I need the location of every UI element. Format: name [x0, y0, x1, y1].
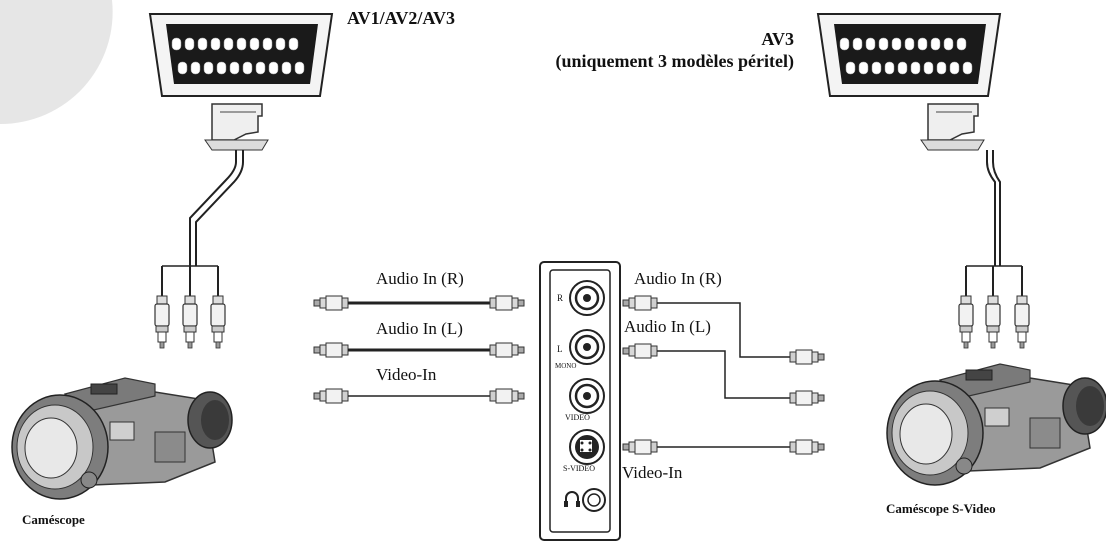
scart-cable-left — [161, 150, 244, 296]
jack-audio-r — [569, 280, 605, 316]
right-audio-r-label: Audio In (R) — [634, 269, 722, 288]
camcorder-left-label: Caméscope — [22, 512, 85, 527]
rca-plug — [154, 295, 170, 349]
rca-plug — [313, 295, 349, 311]
panel-label-video: VIDEO — [565, 413, 590, 422]
panel-label-mono: MONO — [555, 362, 577, 370]
rca-plugs-right — [958, 295, 1030, 349]
scart-connector-right — [816, 13, 1002, 151]
scart-label-right: AV3 (uniquement 3 modèles péritel) — [474, 28, 794, 72]
rca-plug — [622, 295, 658, 311]
rca-plug — [182, 295, 198, 349]
rca-plug — [789, 439, 825, 455]
headphone-jack — [582, 488, 606, 512]
rca-plug — [985, 295, 1001, 349]
jack-svideo — [569, 429, 605, 465]
cable-line — [657, 302, 790, 358]
camcorder-right-label: Caméscope S-Video — [886, 501, 996, 516]
scart-label-left: AV1/AV2/AV3 — [347, 8, 456, 28]
left-audio-l-label: Audio In (L) — [376, 319, 463, 338]
rca-plug — [313, 388, 349, 404]
right-cables — [622, 295, 825, 455]
panel-label-l: L — [557, 344, 563, 354]
headphone-icon — [564, 491, 580, 507]
rca-plug — [1014, 295, 1030, 349]
left-cables — [313, 295, 525, 404]
left-audio-r-label: Audio In (R) — [376, 269, 464, 288]
rca-plug — [489, 342, 525, 358]
av-input-panel — [539, 261, 621, 541]
camcorder-right — [886, 363, 1106, 486]
rca-plug — [789, 390, 825, 406]
rca-plug — [489, 388, 525, 404]
left-video-label: Video-In — [376, 365, 437, 384]
jack-audio-l — [569, 329, 605, 365]
scart-cable-right — [965, 150, 1023, 296]
panel-label-r: R — [557, 293, 564, 303]
rca-plug — [489, 295, 525, 311]
rca-plug — [313, 342, 349, 358]
rca-plug — [622, 343, 658, 359]
cable-line — [657, 350, 790, 399]
camcorder-left — [11, 377, 233, 500]
scart-label-right-line2: (uniquement 3 modèles péritel) — [555, 51, 794, 71]
rca-plug — [958, 295, 974, 349]
jack-video — [569, 378, 605, 414]
rca-plug — [789, 349, 825, 365]
corner-shade — [0, 0, 113, 125]
rca-plugs-left — [154, 295, 226, 349]
scart-label-right-line1: AV3 — [761, 29, 794, 49]
rca-plug — [622, 439, 658, 455]
right-video-label: Video-In — [622, 463, 683, 482]
scart-connector-left — [148, 13, 334, 151]
right-audio-l-label: Audio In (L) — [624, 317, 711, 336]
panel-label-svideo: S-VIDEO — [563, 464, 595, 473]
rca-plug — [210, 295, 226, 349]
